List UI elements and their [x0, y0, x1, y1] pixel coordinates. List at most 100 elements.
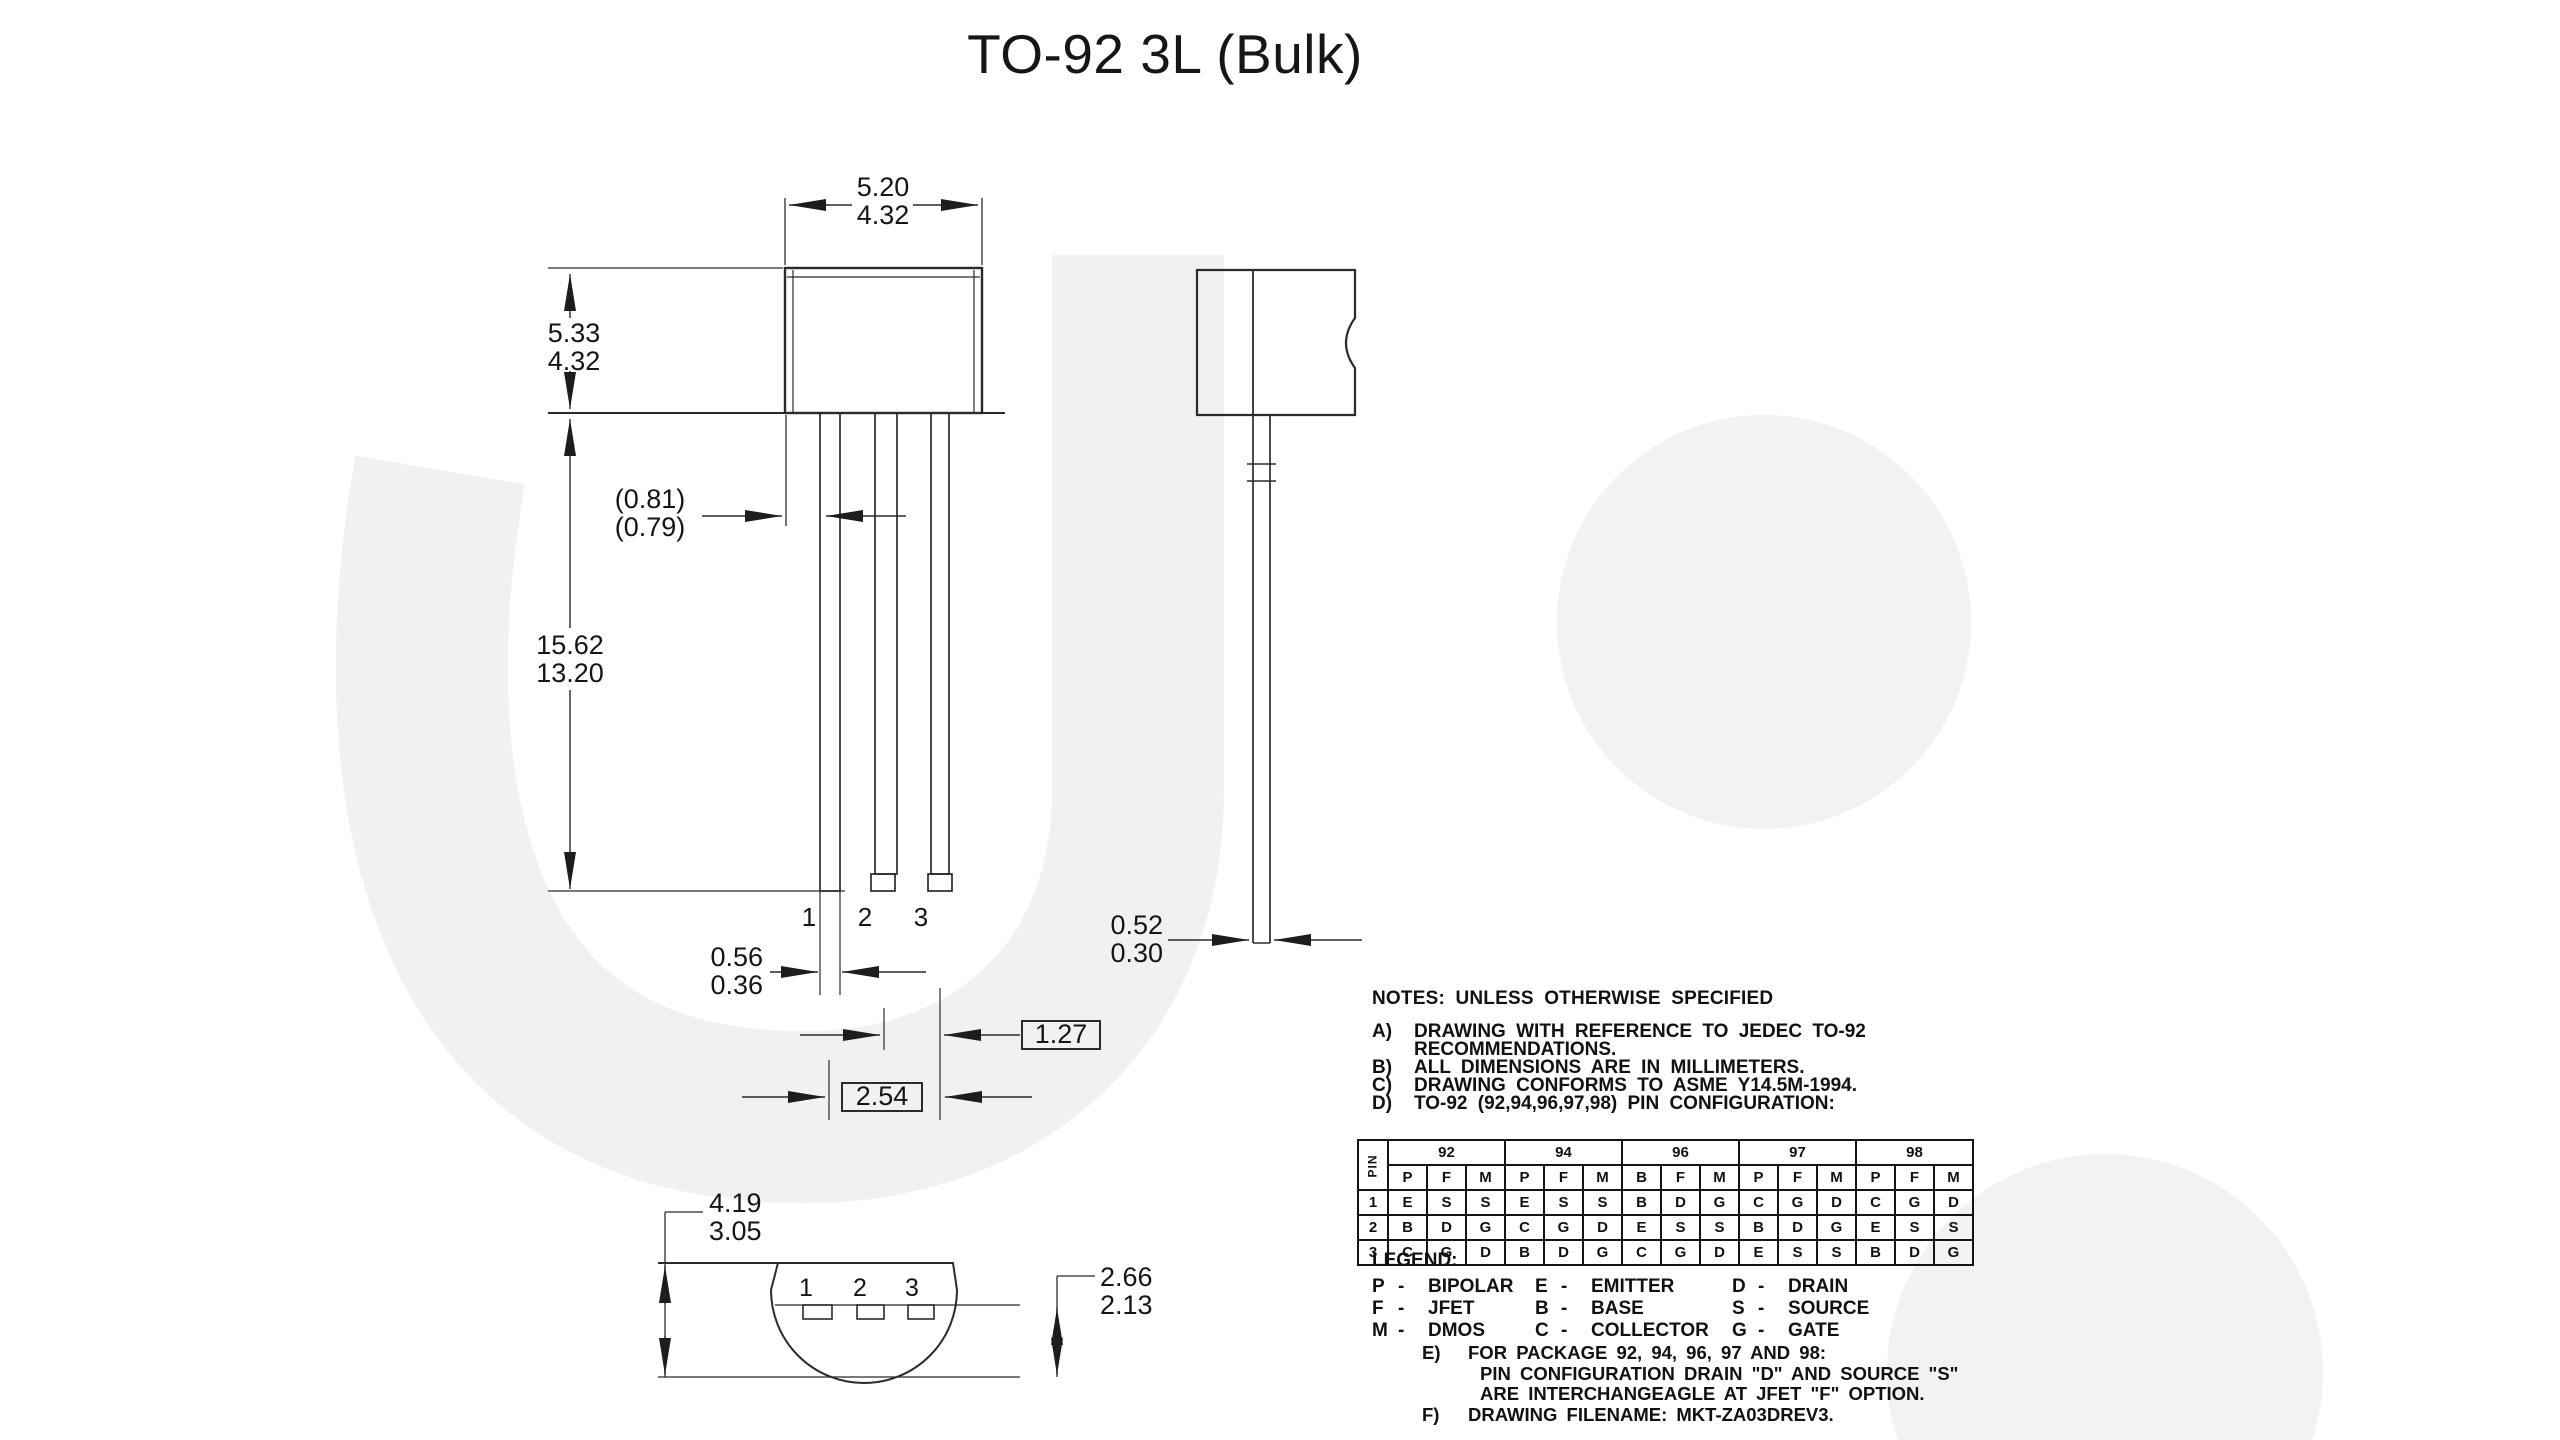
dim-lead-width-min: 0.36 [710, 970, 763, 1000]
legend-name: DRAIN [1788, 1276, 1849, 1297]
legend-entry: G- GATE [1732, 1320, 1869, 1342]
legend-dash: - [1561, 1320, 1568, 1341]
dim-lead-thickness-min: 0.30 [1110, 938, 1163, 968]
legend-dash: - [1561, 1298, 1568, 1319]
cell: S [1933, 1214, 1974, 1241]
note-item-d: D) TO-92 (92,94,96,97,98) PIN CONFIGURAT… [1372, 1094, 1894, 1113]
front-lead-3 [930, 412, 950, 875]
dim-lead-thickness-max: 0.52 [1110, 910, 1163, 940]
cell: C [1621, 1239, 1662, 1266]
bottom-pad-2 [856, 1304, 885, 1320]
front-pin-1-label: 1 [802, 902, 816, 932]
subcol: M [1465, 1164, 1506, 1191]
front-pin-3-label: 3 [914, 902, 928, 932]
group-header-row: PIN 92 94 96 97 98 [1357, 1139, 1974, 1191]
dim-flat-height-min: 2.13 [1100, 1290, 1153, 1320]
note-label: B) [1372, 1057, 1393, 1078]
cell: E [1504, 1189, 1545, 1216]
note-line: PIN CONFIGURATION DRAIN "D" AND SOURCE "… [1480, 1362, 1959, 1384]
cell: G [1426, 1239, 1467, 1266]
legend-code: F [1372, 1298, 1384, 1319]
cell: S [1582, 1189, 1623, 1216]
cell: B [1387, 1214, 1428, 1241]
subcol: F [1777, 1164, 1818, 1191]
extra-notes-block: E) FOR PACKAGE 92, 94, 96, 97 AND 98: PI… [1422, 1342, 1959, 1426]
group-94: 94 [1504, 1139, 1623, 1166]
dim-lead-width-max: 0.56 [710, 942, 763, 972]
legend-column-bipolar: E-EMITTER B-BASE C-COLLECTOR [1535, 1276, 1732, 1342]
watermark-disc [1557, 415, 1971, 829]
cell: S [1894, 1214, 1935, 1241]
group-96: 96 [1621, 1139, 1740, 1166]
legend-name: BASE [1591, 1298, 1644, 1319]
cell: S [1777, 1239, 1818, 1266]
legend-entry: B-BASE [1535, 1298, 1732, 1320]
note-label: F) [1422, 1403, 1440, 1425]
dim-pitch-half: 1.27 [1035, 1019, 1088, 1049]
legend-name: EMITTER [1591, 1276, 1675, 1297]
group-92: 92 [1387, 1139, 1506, 1166]
side-view [1168, 268, 1362, 946]
legend-name: GATE [1788, 1320, 1840, 1341]
front-lead-2 [874, 412, 898, 875]
bottom-pin-3-label: 3 [905, 1274, 919, 1302]
note-line: FOR PACKAGE 92, 94, 96, 97 AND 98: [1468, 1342, 1827, 1363]
cell: G [1543, 1214, 1584, 1241]
subcol: P [1738, 1164, 1779, 1191]
cell: E [1387, 1189, 1428, 1216]
cell: E [1855, 1214, 1896, 1241]
legend-dash: - [1398, 1320, 1405, 1341]
cell: C [1855, 1189, 1896, 1216]
cell: G [1777, 1189, 1818, 1216]
cell: E [1621, 1214, 1662, 1241]
front-lead-2-tip [870, 873, 896, 892]
dim-body-height-max: 5.33 [548, 318, 601, 348]
cell: G [1660, 1239, 1701, 1266]
basic-dim-box-127 [1021, 1020, 1101, 1050]
legend-column-package: P-BIPOLAR F-JFET M-DMOS [1372, 1276, 1535, 1342]
dim-flat-height-max: 2.66 [1100, 1262, 1153, 1292]
legend-code: G [1732, 1320, 1747, 1341]
cell: S [1816, 1239, 1857, 1266]
note-label: C) [1372, 1075, 1393, 1096]
legend-block: LEGEND: P-BIPOLAR F-JFET M-DMOS E-EMITTE… [1372, 1250, 1869, 1342]
page-title: TO-92 3L (Bulk) [967, 23, 1363, 85]
cell: E [1738, 1239, 1779, 1266]
cell: D [1465, 1239, 1506, 1266]
cell: G [1699, 1189, 1740, 1216]
dimension-labels: 5.20 4.32 5.33 4.32 (0.81) (0.79) 15.62 … [536, 172, 1163, 1320]
note-text: ALL DIMENSIONS ARE IN MILLIMETERS. [1414, 1057, 1805, 1078]
cell: C [1387, 1239, 1428, 1266]
dim-lead-length-min: 13.20 [536, 658, 604, 688]
legend-dash: - [1398, 1298, 1405, 1319]
dim-body-depth-max: 4.19 [709, 1188, 762, 1218]
watermark-disc-bottom [1887, 1154, 2323, 1440]
front-pin-2-label: 2 [858, 902, 872, 932]
bottom-pad-3 [907, 1304, 935, 1320]
side-body-outline [1195, 268, 1357, 417]
subcol: P [1387, 1164, 1428, 1191]
legend-entry: P-BIPOLAR [1372, 1276, 1535, 1298]
cell: B [1504, 1239, 1545, 1266]
note-item-b: B) ALL DIMENSIONS ARE IN MILLIMETERS. [1372, 1057, 1894, 1078]
front-view [548, 198, 1101, 1120]
legend-entry: E-EMITTER [1535, 1276, 1732, 1298]
legend-dash: - [1758, 1320, 1765, 1341]
subcol: M [1582, 1164, 1623, 1191]
cell: S [1543, 1189, 1584, 1216]
note-line: DRAWING FILENAME: MKT-ZA03DREV3. [1468, 1403, 1834, 1425]
cell: D [1894, 1239, 1935, 1266]
bottom-pin-2-label: 2 [853, 1274, 867, 1302]
note-item-e-line3: ARE INTERCHANGEAGLE AT JFET "F" OPTION. [1422, 1383, 1958, 1405]
legend-column-fet: D-DRAIN S-SOURCE G-GATE [1732, 1276, 1869, 1342]
bottom-body-outline [769, 1262, 959, 1384]
pin-row-3: 3 C G D B D G C G D E S S B D G [1357, 1239, 1974, 1266]
bottom-pin-1-label: 1 [799, 1274, 813, 1302]
pin-row-2: 2 B D G C G D E S S B D G E S S [1357, 1214, 1974, 1241]
cell: G [1894, 1189, 1935, 1216]
legend-dash: - [1561, 1276, 1568, 1297]
cell: S [1465, 1189, 1506, 1216]
note-item-f: F) DRAWING FILENAME: MKT-ZA03DREV3. [1422, 1403, 1958, 1426]
cell: S [1660, 1214, 1701, 1241]
